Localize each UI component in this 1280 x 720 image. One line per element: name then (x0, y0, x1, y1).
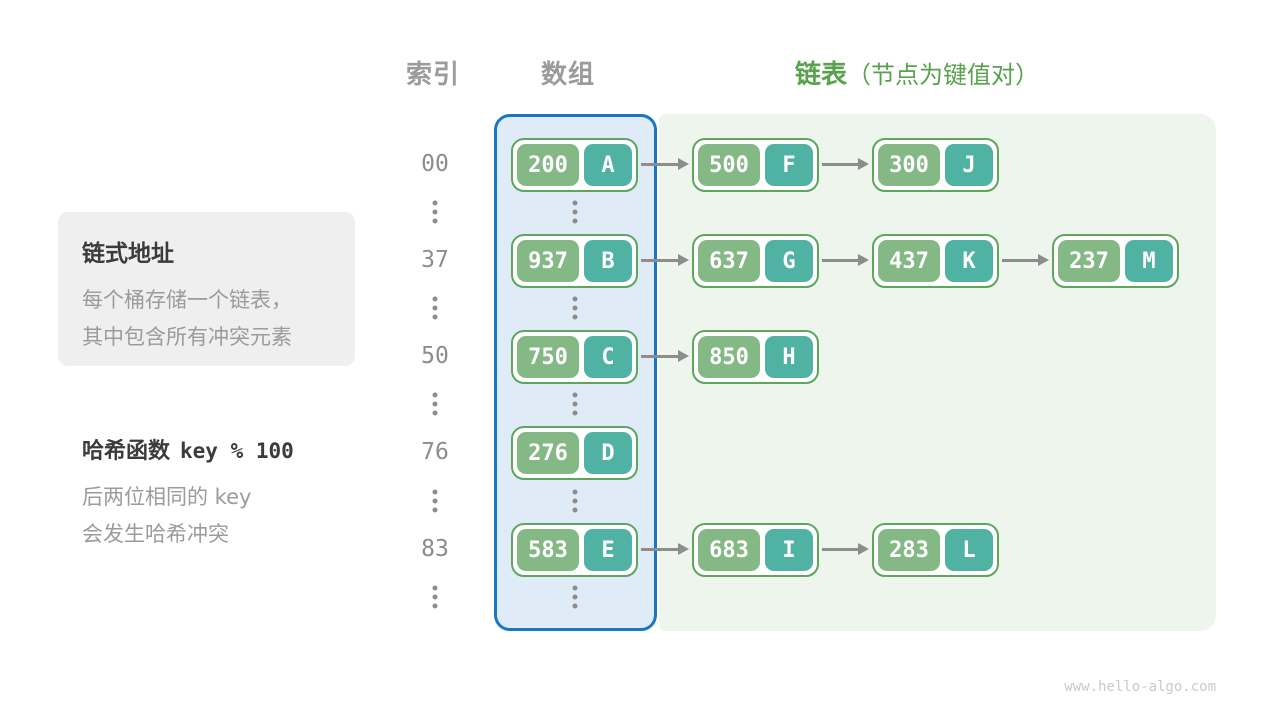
value-cell: I (765, 529, 813, 571)
key-cell: 750 (517, 336, 579, 378)
watermark: www.hello-algo.com (1064, 679, 1216, 695)
arrow-icon (641, 543, 689, 555)
column-header-array: 数组 (541, 60, 596, 90)
key-cell: 276 (517, 432, 579, 474)
hash-note-formula: key % 100 (180, 439, 294, 463)
info-box: 链式地址 每个桶存储一个链表， 其中包含所有冲突元素 (58, 212, 355, 366)
key-cell: 283 (878, 529, 940, 571)
index-label: 76 (421, 439, 449, 465)
list-header-note: （节点为键值对） (847, 61, 1040, 89)
value-cell: E (584, 529, 632, 571)
hash-note-line-2: 会发生哈希冲突 (82, 522, 229, 546)
value-cell: B (584, 240, 632, 282)
value-cell: F (765, 144, 813, 186)
array-ellipsis-dots (572, 392, 578, 416)
value-cell: D (584, 432, 632, 474)
info-box-line-1: 每个桶存储一个链表， (82, 288, 292, 312)
key-cell: 300 (878, 144, 940, 186)
index-label: 83 (421, 536, 449, 562)
array-ellipsis-dots (572, 489, 578, 513)
hash-note-title: 哈希函数 (82, 439, 171, 464)
index-label: 50 (421, 343, 449, 369)
value-cell: M (1125, 240, 1173, 282)
array-ellipsis-dots (572, 585, 578, 609)
value-cell: A (584, 144, 632, 186)
index-ellipsis-dots (432, 200, 438, 224)
arrow-icon (1002, 254, 1049, 266)
column-header-list: 链表（节点为键值对） (795, 54, 1039, 91)
hash-note-line-1: 后两位相同的 key (82, 485, 252, 509)
value-cell: K (945, 240, 993, 282)
arrow-icon (641, 254, 689, 266)
key-cell: 200 (517, 144, 579, 186)
index-ellipsis-dots (432, 585, 438, 609)
key-cell: 637 (698, 240, 760, 282)
key-cell: 583 (517, 529, 579, 571)
key-cell: 437 (878, 240, 940, 282)
arrow-icon (641, 158, 689, 170)
index-ellipsis-dots (432, 489, 438, 513)
index-ellipsis-dots (432, 392, 438, 416)
arrow-icon (822, 543, 869, 555)
key-cell: 237 (1058, 240, 1120, 282)
key-cell: 937 (517, 240, 579, 282)
key-cell: 500 (698, 144, 760, 186)
info-box-title: 链式地址 (82, 241, 174, 267)
list-header-label: 链表 (795, 60, 848, 90)
info-box-line-2: 其中包含所有冲突元素 (82, 325, 292, 349)
arrow-icon (822, 158, 869, 170)
array-ellipsis-dots (572, 200, 578, 224)
arrow-icon (822, 254, 869, 266)
array-ellipsis-dots (572, 296, 578, 320)
value-cell: H (765, 336, 813, 378)
index-label: 00 (421, 151, 449, 177)
value-cell: L (945, 529, 993, 571)
index-ellipsis-dots (432, 296, 438, 320)
value-cell: G (765, 240, 813, 282)
value-cell: J (945, 144, 993, 186)
value-cell: C (584, 336, 632, 378)
index-label: 37 (421, 247, 449, 273)
hash-note: 哈希函数 key % 100 后两位相同的 key 会发生哈希冲突 (82, 433, 294, 553)
key-cell: 683 (698, 529, 760, 571)
hash-note-title-row: 哈希函数 key % 100 (82, 433, 294, 465)
arrow-icon (641, 350, 689, 362)
key-cell: 850 (698, 336, 760, 378)
column-header-index: 索引 (406, 60, 461, 90)
